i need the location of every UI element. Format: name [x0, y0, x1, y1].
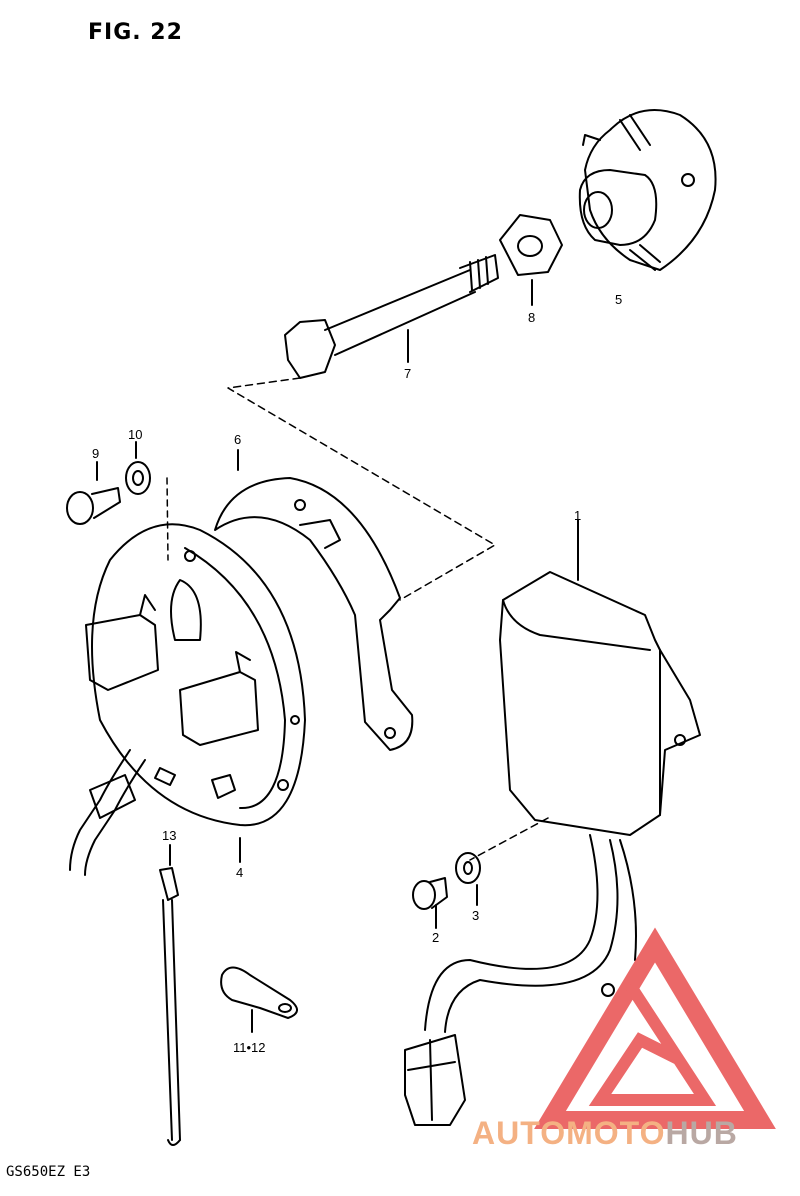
part-2-screw	[412, 877, 448, 929]
watermark-part-automoto: AUTOMOTO	[472, 1115, 666, 1151]
callout-10: 10	[128, 427, 143, 442]
model-code: GS650EZ E3	[6, 1164, 91, 1180]
automotohub-logo	[534, 927, 776, 1129]
part-1-igniter-unit	[404, 519, 701, 1126]
part-8-nut	[499, 214, 563, 306]
callout-6: 6	[234, 432, 242, 447]
callout-4: 4	[236, 865, 244, 880]
part-3-washer	[455, 852, 481, 906]
watermark-text: AUTOMOTOHUB	[472, 1115, 738, 1152]
callout-3: 3	[472, 908, 480, 923]
part-9-screw	[66, 461, 121, 525]
callout-11-12: 11•12	[233, 1040, 266, 1055]
callout-9: 9	[92, 446, 100, 461]
callout-7: 7	[404, 366, 412, 381]
part-4-base-plate	[69, 523, 306, 876]
part-13-lead-wire	[159, 844, 181, 1146]
part-7-bolt	[284, 254, 499, 379]
callout-13: 13	[162, 828, 177, 843]
watermark-part-hub: HUB	[665, 1115, 738, 1151]
figure-title: FIG. 22	[88, 20, 183, 45]
callout-1: 1	[574, 508, 582, 523]
part-5-pickup-coil	[578, 109, 717, 271]
part-10-washer	[125, 441, 151, 495]
part-11-12-clamp	[220, 966, 298, 1033]
callout-2: 2	[432, 930, 440, 945]
callout-8: 8	[528, 310, 536, 325]
part-6-bracket	[214, 449, 414, 751]
callout-5: 5	[615, 292, 623, 307]
